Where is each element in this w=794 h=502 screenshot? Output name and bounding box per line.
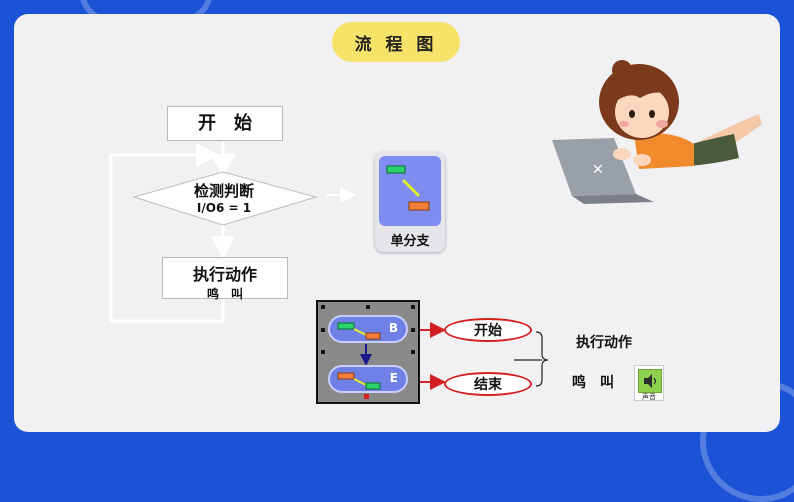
- flow-decision-text: 检测判断 I/O6 = 1: [174, 180, 274, 215]
- end-port-marker: [364, 394, 369, 399]
- sound-block[interactable]: 声音: [634, 365, 664, 401]
- selection-handle[interactable]: [321, 305, 325, 309]
- flow-action-line2: 鸣 叫: [206, 287, 243, 301]
- slide-title: 流 程 图: [332, 22, 460, 62]
- selection-handle[interactable]: [411, 328, 415, 332]
- single-branch-label: 单分支: [390, 234, 430, 249]
- flow-action-box: 执行动作 鸣 叫: [162, 257, 288, 301]
- end-oval: 结束: [444, 372, 532, 396]
- selection-handle[interactable]: [321, 350, 325, 354]
- selection-handle[interactable]: [411, 305, 415, 309]
- slide-canvas: 流 程 图 开 始 检测: [14, 14, 780, 432]
- flow-start-box: 开 始: [167, 106, 283, 141]
- selection-handle[interactable]: [411, 350, 415, 354]
- girl-with-laptop-illustration: ✕: [552, 60, 762, 204]
- flow-start-label: 开 始: [198, 113, 252, 134]
- flow-decision-line2: I/O6 = 1: [196, 201, 252, 215]
- end-letter: E: [389, 371, 398, 385]
- begin-block[interactable]: B: [328, 315, 408, 343]
- beep-text: 鸣 叫: [572, 375, 614, 391]
- selection-handle[interactable]: [366, 305, 370, 309]
- start-oval: 开始: [444, 318, 532, 342]
- single-branch-block[interactable]: 单分支: [375, 152, 445, 252]
- selection-handle[interactable]: [321, 328, 325, 332]
- flowchart-connectors: [109, 140, 549, 390]
- single-branch-icon: [379, 156, 441, 226]
- flow-decision-line1: 检测判断: [193, 182, 254, 200]
- speaker-icon: [638, 369, 662, 393]
- panel-connector: [360, 344, 372, 366]
- end-block[interactable]: E: [328, 365, 408, 393]
- sound-caption: 声音: [642, 393, 656, 401]
- action-text: 执行动作: [576, 335, 632, 351]
- flow-action-line1: 执行动作: [192, 265, 257, 284]
- program-panel[interactable]: B E: [316, 300, 420, 404]
- begin-letter: B: [388, 321, 398, 335]
- svg-text:✕: ✕: [592, 162, 604, 178]
